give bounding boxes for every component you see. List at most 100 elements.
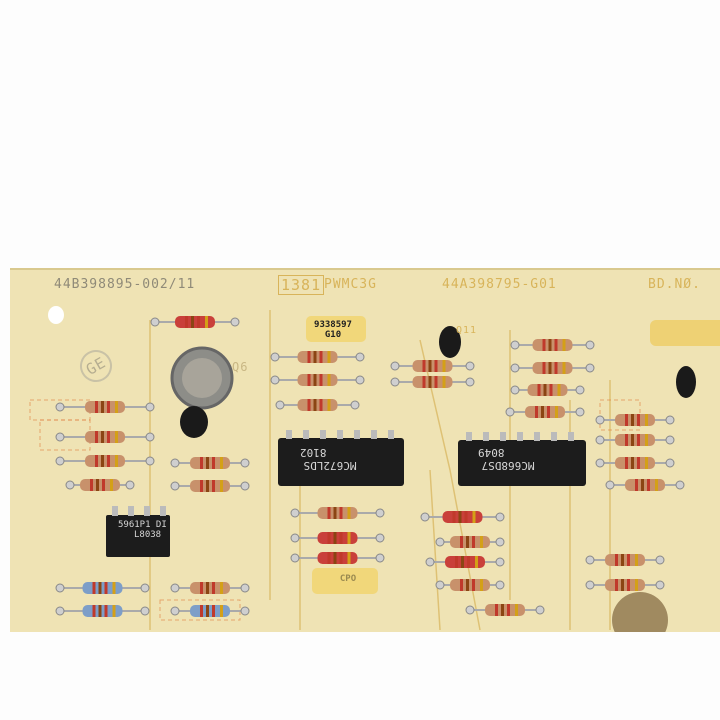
ic-pin [517,432,523,441]
resistor-band [319,374,323,386]
trace [449,469,481,631]
resistor-band [307,351,311,363]
resistor-band [480,579,483,591]
ic-middle-line2: 8102 [300,446,327,459]
solder-pad [240,458,250,468]
resistor-band [96,479,99,491]
resistor-band [501,604,504,616]
solder-pad [435,580,445,590]
resistor-band [645,457,648,469]
resistor-band [307,374,311,386]
solder-pad [595,435,605,445]
resistor [450,579,490,591]
q6-label: Q6 [232,360,249,374]
resistor-band [115,455,118,467]
resistor-band [452,511,456,523]
metal-can-transistor-bottom [612,592,668,632]
resistor [605,554,645,566]
resistor-band [460,536,463,548]
solder-pad [355,375,365,385]
ic-pin [144,506,150,516]
resistor-band [627,554,630,566]
resistor-band [212,480,215,492]
solder-pad [585,363,595,373]
ic-right-chip [458,440,586,486]
resistor [615,457,655,469]
solder-pad [290,553,300,563]
silkscreen-outline [39,419,91,451]
resistor [615,434,655,446]
resistor-band [635,554,638,566]
capacitor-code: 9338597 [314,320,352,330]
resistor-band [205,316,208,328]
resistor-band [635,579,638,591]
resistor-band [507,604,510,616]
resistor-band [200,605,203,617]
solder-pad [420,512,430,522]
resistor [317,507,358,519]
resistor-band [95,401,98,413]
ic-pin [500,432,506,441]
circuit-board: 44B398895-002/11 1381 PWMC3G 44A398795-G… [10,268,720,632]
capacitor-grade: G10 [324,330,342,340]
resistor [82,605,123,617]
resistor-band [625,457,628,469]
ic-pin [337,430,343,439]
resistor-band [327,552,331,564]
ic-pin [534,432,540,441]
solder-pad [240,606,250,616]
ic-pin [483,432,489,441]
ic-middle-line1: MC672LDS [303,459,357,472]
resistor-band [307,399,311,411]
resistor-band [212,605,215,617]
resistor [625,479,665,491]
solder-pad [510,340,520,350]
resistor-band [92,605,96,617]
solder-pad [55,456,65,466]
resistor-band [645,414,648,426]
resistor [485,604,525,616]
resistor-band [627,579,630,591]
solder-pad [350,400,360,410]
solder-pad [495,537,505,547]
resistor-band [480,536,483,548]
resistor-band [333,532,337,544]
solder-pad [170,481,180,491]
resistor [80,479,120,491]
solder-pad [150,317,160,327]
resistor-band [200,582,203,594]
board-name-label: PWMC3G [324,277,377,292]
resistor-band [621,554,624,566]
solder-pad [270,352,280,362]
resistor-band [95,431,98,443]
resistor-band [333,552,337,564]
ic-pin [466,432,472,441]
solder-pad [55,432,65,442]
ic-pin [354,430,360,439]
resistor [85,455,125,467]
resistor-band [220,457,223,469]
resistor-band [313,399,317,411]
board-components [29,310,720,632]
solder-pad [605,480,615,490]
solder-pad [655,580,665,590]
resistor-band [112,582,116,594]
transistor-q11 [439,326,461,358]
resistor-band [333,507,337,519]
transistor-right [676,366,696,398]
solder-pad [425,557,435,567]
resistor-band [621,579,624,591]
resistor-band [543,384,547,396]
resistor-band [347,507,351,519]
resistor-band [495,604,498,616]
silkscreen-outline [159,599,241,621]
solder-pad [270,375,280,385]
resistor-band [442,360,446,372]
capacitor-top [306,316,366,342]
resistor-band [557,384,561,396]
resistor-band [442,376,446,388]
resistor [85,401,125,413]
resistor [297,351,338,363]
solder-pad [665,415,675,425]
